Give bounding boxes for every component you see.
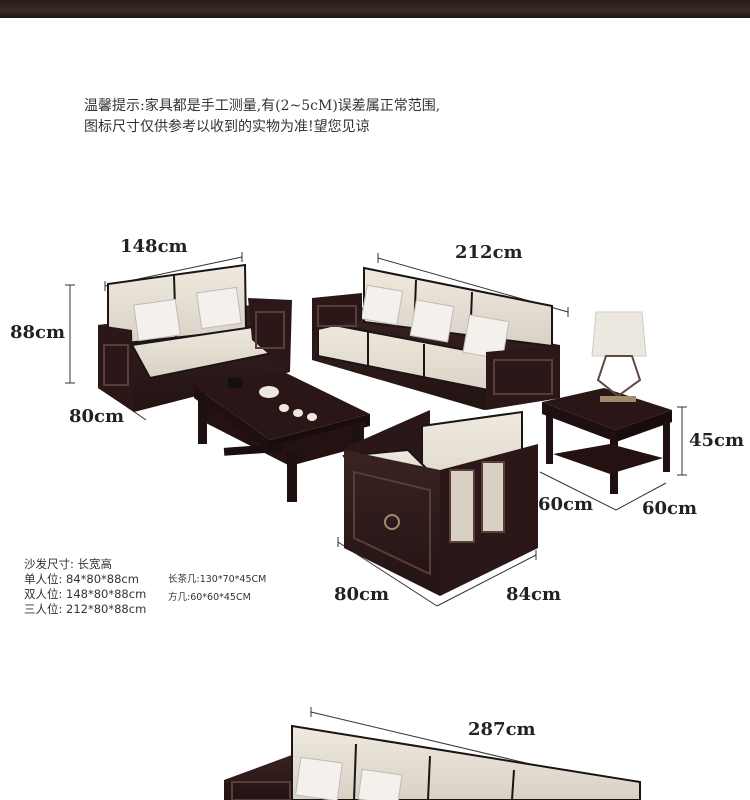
notice-line-1: 温馨提示:家具都是手工测量,有(2~5cM)误差属正常范围, bbox=[84, 98, 441, 114]
loveseat-width-label: 148cm bbox=[120, 236, 188, 257]
side-table-height-label: 45cm bbox=[689, 430, 745, 451]
notice-line-2: 图标尺寸仅供参考以收到的实物为准!望您见谅 bbox=[84, 119, 370, 135]
spec-double: 双人位: 148*80*88cm bbox=[24, 587, 147, 601]
three-seat-sofa bbox=[312, 266, 560, 410]
header-wood-banner bbox=[0, 0, 750, 18]
sofa-spec-list: 沙发尺寸: 长宽高 单人位: 84*80*88cm 双人位: 148*80*88… bbox=[24, 557, 146, 617]
spec-triple: 三人位: 212*80*88cm bbox=[24, 602, 147, 616]
spec-tea-table: 长茶几:130*70*45CM bbox=[168, 574, 267, 585]
notice-text: 温馨提示:家具都是手工测量,有(2~5cM)误差属正常范围, 图标尺寸仅供参考以… bbox=[84, 96, 440, 138]
loveseat-height-label: 88cm bbox=[10, 322, 66, 343]
spec-square-table: 方几:60*60*45CM bbox=[168, 592, 251, 603]
long-sofa bbox=[224, 724, 641, 800]
side-table-depth-label: 60cm bbox=[538, 494, 594, 515]
armchair-width-label: 84cm bbox=[506, 584, 562, 605]
coffee-table bbox=[194, 372, 370, 502]
spec-title: 沙发尺寸: 长宽高 bbox=[24, 557, 113, 571]
spec-single: 单人位: 84*80*88cm bbox=[24, 572, 139, 586]
side-table-width-label: 60cm bbox=[642, 498, 698, 519]
long-sofa-width-label: 287cm bbox=[468, 719, 536, 740]
armchair-depth-label: 80cm bbox=[334, 584, 390, 605]
loveseat-depth-label: 80cm bbox=[69, 406, 125, 427]
side-table bbox=[542, 311, 672, 494]
table-spec-list: 长茶几:130*70*45CM 方几:60*60*45CM bbox=[168, 571, 266, 607]
armchair bbox=[342, 410, 538, 596]
sofa3-width-label: 212cm bbox=[455, 242, 523, 263]
